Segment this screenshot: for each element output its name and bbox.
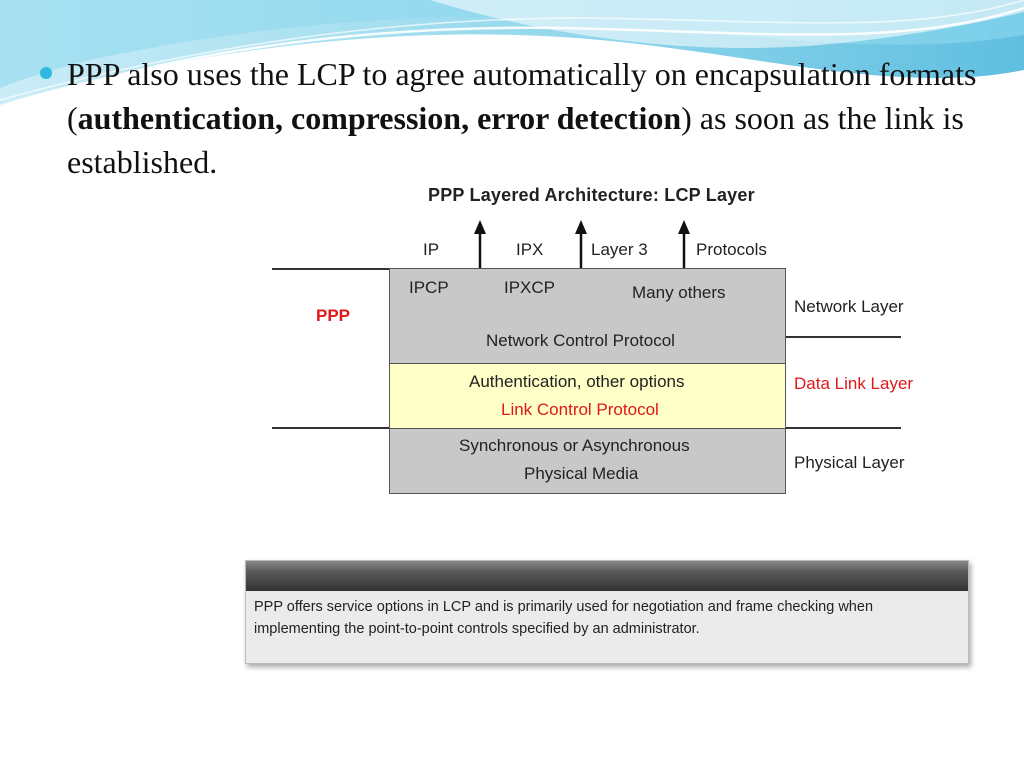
bullet-paragraph: PPP also uses the LCP to agree automatic…: [40, 52, 980, 184]
background-waves: [0, 0, 1024, 114]
bullet-text-part2: ) as soon as the link is established.: [67, 100, 964, 180]
link-control-block: [389, 363, 786, 428]
datalink-layer-label: Data Link Layer: [794, 374, 914, 393]
ipxcp-label: IPXCP: [504, 278, 556, 297]
divider-line-right-lower: [786, 427, 901, 429]
caption-box: PPP offers service options in LCP and is…: [245, 560, 969, 664]
ncp-label: Network Control Protocol: [486, 331, 675, 350]
physical-media-label: Physical Media: [524, 464, 639, 483]
divider-line-lower-left: [272, 427, 390, 429]
divider-line-top: [272, 268, 390, 270]
top-label-ipx: IPX: [516, 240, 544, 259]
physical-layer-label: Physical Layer: [794, 453, 905, 472]
network-control-block: [389, 268, 786, 363]
bullet-text-bold: authentication, compression, error detec…: [77, 100, 682, 136]
physical-media-block: [389, 428, 786, 494]
caption-text: PPP offers service options in LCP and is…: [254, 599, 874, 637]
many-others-label: Many others: [632, 283, 726, 302]
caption-header-bar: [246, 561, 968, 591]
up-arrow-icon: [678, 220, 690, 270]
ipcp-label: IPCP: [409, 278, 449, 297]
lcp-label: Link Control Protocol: [501, 400, 659, 419]
bullet-text: PPP also uses the LCP to agree automatic…: [67, 52, 980, 184]
top-label-protocols: Protocols: [696, 240, 767, 259]
ppp-label: PPP: [316, 306, 351, 325]
top-label-ip: IP: [423, 240, 440, 259]
bullet-text-part1: PPP also uses the LCP to agree automatic…: [67, 56, 977, 136]
diagram-title: PPP Layered Architecture: LCP Layer: [428, 185, 755, 205]
auth-options-label: Authentication, other options: [469, 372, 685, 391]
network-layer-label: Network Layer: [794, 297, 904, 316]
divider-line-right-upper: [786, 336, 901, 338]
bullet-icon: [40, 67, 52, 79]
sync-async-label: Synchronous or Asynchronous: [459, 436, 690, 455]
top-label-layer3: Layer 3: [591, 240, 648, 259]
